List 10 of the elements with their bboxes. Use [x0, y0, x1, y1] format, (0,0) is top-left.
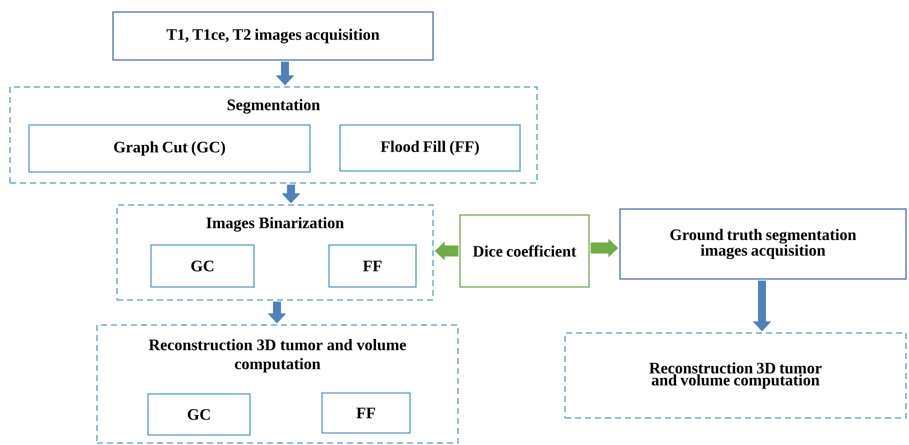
process-box: Ground truth segmentation images acquisition: [619, 208, 907, 280]
process-box: GC: [150, 244, 255, 288]
dashed-box: Reconstruction 3D tumor and volume computation: [564, 332, 907, 419]
process-box: FF: [321, 392, 411, 434]
process-box: GC: [147, 393, 251, 436]
process-box: Flood Fill (FF): [339, 124, 521, 172]
process-box: Graph Cut (GC): [28, 124, 311, 173]
process-box: T1, T1ce, T2 images acquisition: [112, 11, 434, 61]
process-box: Dice coefficient: [459, 214, 590, 288]
process-box: FF: [328, 244, 417, 288]
